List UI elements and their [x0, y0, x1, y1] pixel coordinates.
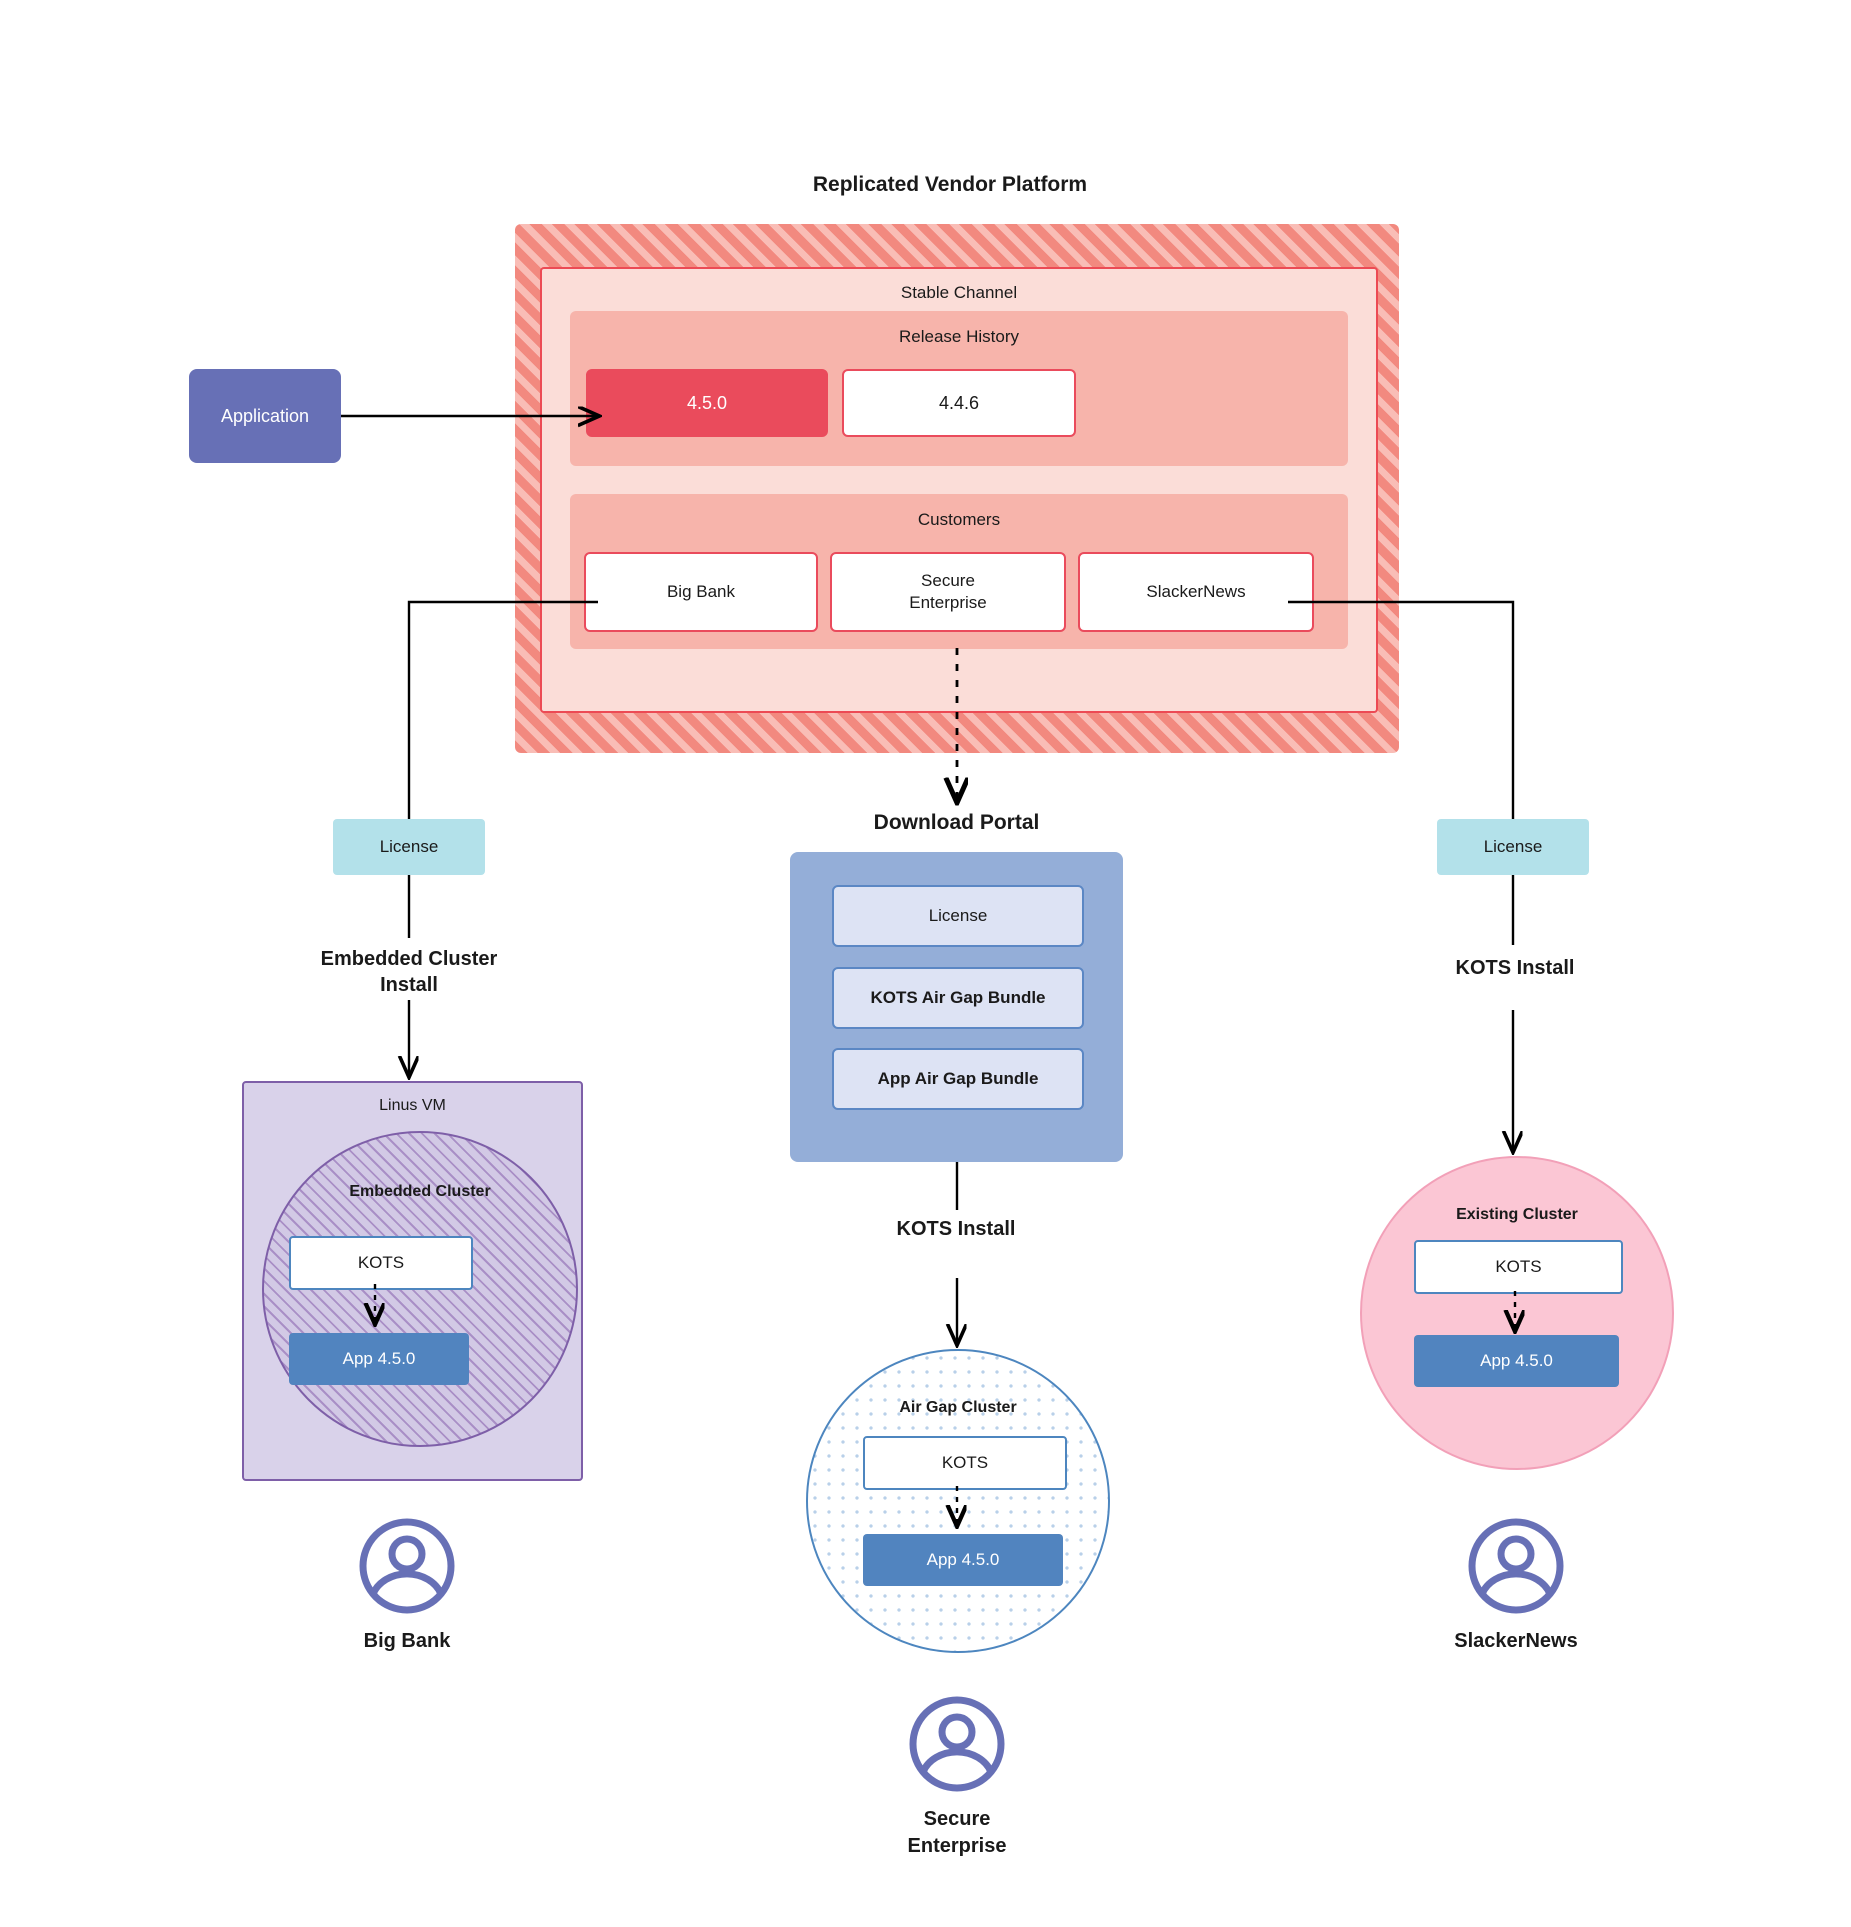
license-box-right[interactable]: License — [1437, 819, 1589, 875]
avatar-slackernews — [1466, 1516, 1566, 1616]
existing-cluster-circle: Existing Cluster KOTS App 4.5.0 — [1360, 1156, 1674, 1470]
portal-item-kots-air-gap-bundle[interactable]: KOTS Air Gap Bundle — [832, 967, 1084, 1029]
customer-slackernews[interactable]: SlackerNews — [1078, 552, 1314, 632]
customer-big-bank[interactable]: Big Bank — [584, 552, 818, 632]
release-item-current[interactable]: 4.5.0 — [586, 369, 828, 437]
existing-cluster-kots-box[interactable]: KOTS — [1414, 1240, 1623, 1294]
stable-channel-title: Stable Channel — [900, 283, 1018, 302]
existing-cluster-label: Existing Cluster — [1456, 1206, 1578, 1223]
portal-item-license[interactable]: License — [832, 885, 1084, 947]
label-kots-install-right: KOTS Install — [1455, 957, 1575, 979]
application-box[interactable]: Application — [189, 369, 341, 463]
license-box-left[interactable]: License — [333, 819, 485, 875]
linus-vm-box: Linus VM Embedded Cluster KOTS App 4.5.0 — [242, 1081, 583, 1481]
persona-label-slackernews: SlackerNews — [1454, 1630, 1578, 1652]
release-history-panel: Release History 4.5.0 4.4.6 — [570, 311, 1348, 466]
embedded-cluster-app-box[interactable]: App 4.5.0 — [289, 1333, 469, 1385]
linus-vm-label: Linus VM — [379, 1097, 446, 1114]
download-portal-box: License KOTS Air Gap Bundle App Air Gap … — [790, 852, 1123, 1162]
label-kots-install-center: KOTS Install — [896, 1218, 1016, 1240]
avatar-secure-enterprise — [907, 1694, 1007, 1794]
download-portal-title: Download Portal — [873, 811, 1040, 834]
embedded-cluster-label: Embedded Cluster — [349, 1183, 491, 1200]
embedded-cluster-circle: Embedded Cluster KOTS App 4.5.0 — [262, 1131, 578, 1447]
existing-cluster-app-box[interactable]: App 4.5.0 — [1414, 1335, 1619, 1387]
customers-title: Customers — [917, 510, 1001, 529]
persona-label-big-bank: Big Bank — [363, 1630, 451, 1652]
release-item-previous[interactable]: 4.4.6 — [842, 369, 1076, 437]
air-gap-cluster-label: Air Gap Cluster — [899, 1399, 1017, 1416]
vendor-platform-frame: Stable Channel Release History 4.5.0 4.4… — [515, 224, 1399, 753]
embedded-cluster-kots-box[interactable]: KOTS — [289, 1236, 473, 1290]
stable-channel-container: Stable Channel Release History 4.5.0 4.4… — [540, 267, 1378, 713]
avatar-big-bank — [357, 1516, 457, 1616]
release-history-title: Release History — [899, 327, 1019, 346]
air-gap-cluster-circle: Air Gap Cluster KOTS App 4.5.0 — [806, 1349, 1110, 1653]
portal-item-app-air-gap-bundle[interactable]: App Air Gap Bundle — [832, 1048, 1084, 1110]
air-gap-kots-box[interactable]: KOTS — [863, 1436, 1067, 1490]
page-title: Replicated Vendor Platform — [812, 173, 1088, 196]
air-gap-app-box[interactable]: App 4.5.0 — [863, 1534, 1063, 1586]
